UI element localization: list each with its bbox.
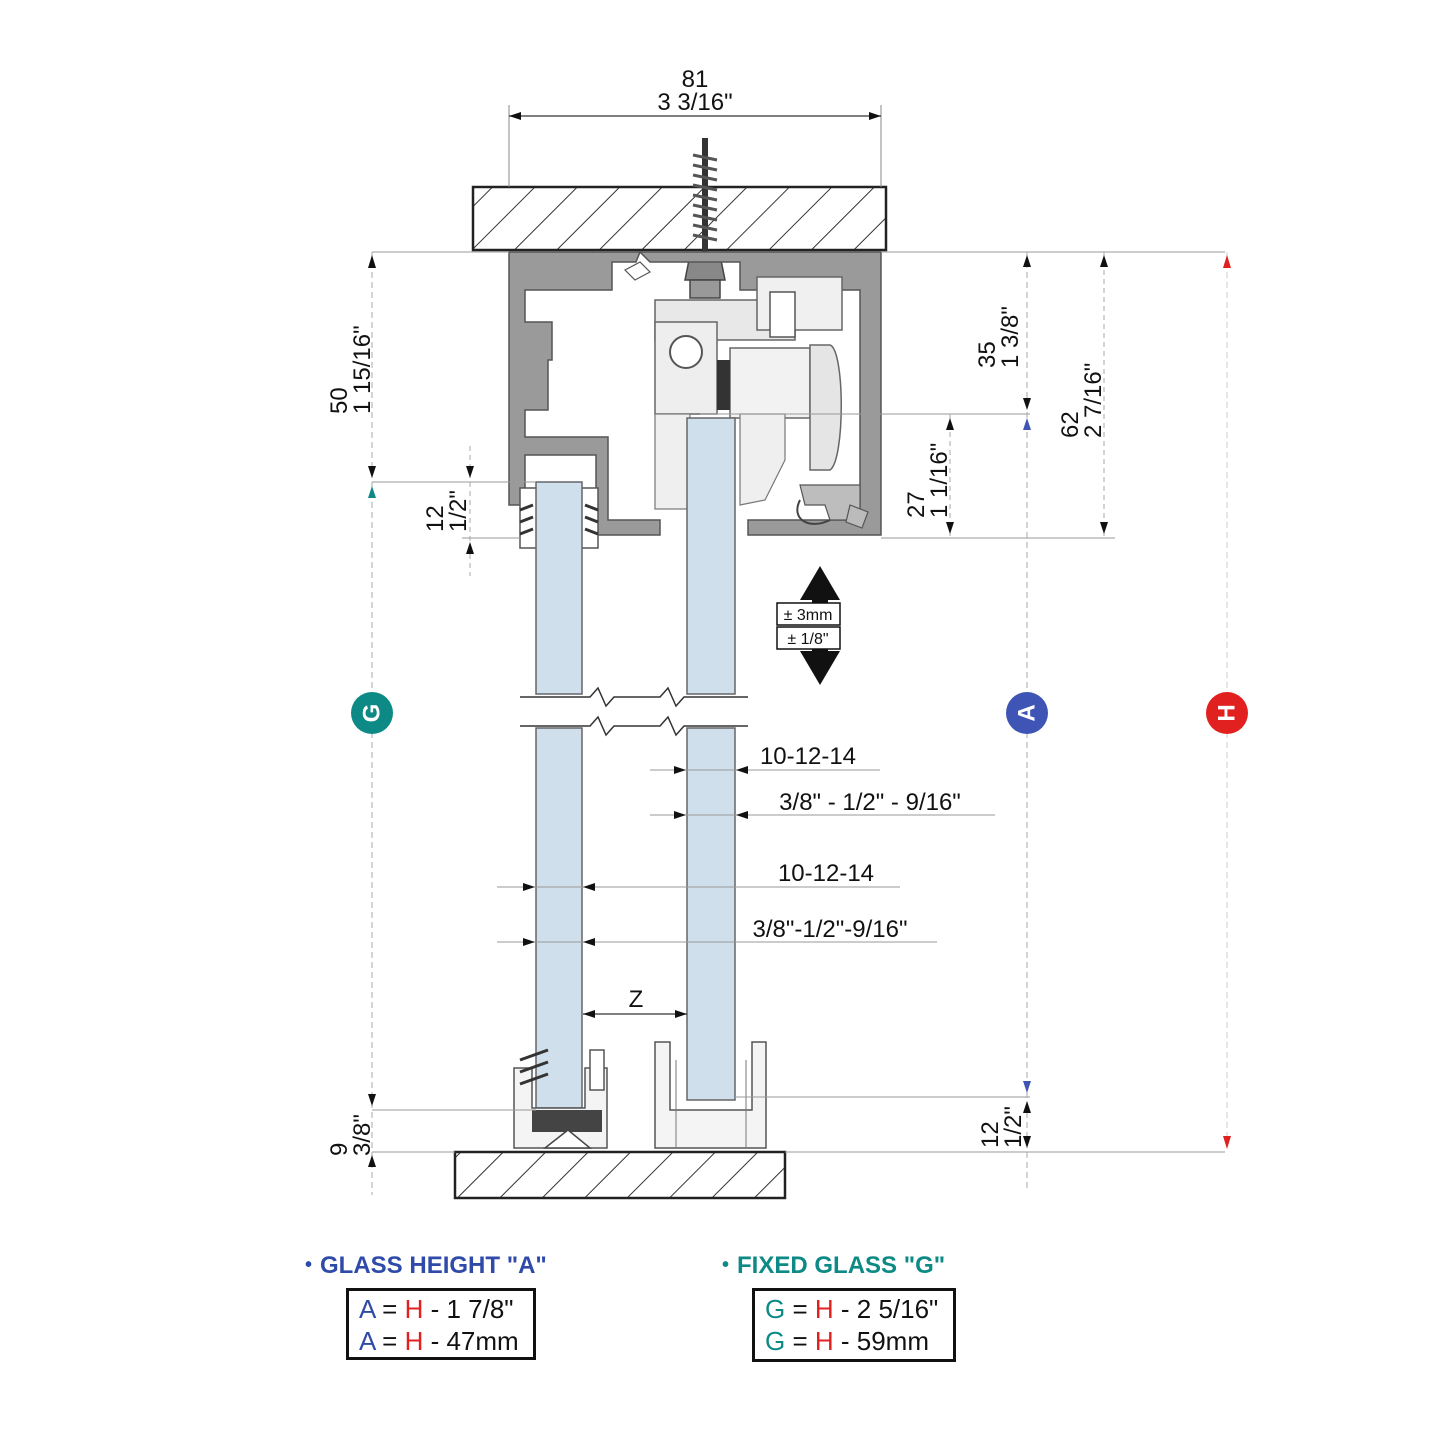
top-width-in: 3 3/16"	[657, 89, 732, 116]
gap-z-label: Z	[629, 986, 644, 1013]
formula-value-mm: - 59mm	[833, 1326, 929, 1356]
g-marker	[351, 692, 393, 734]
formula-symbol-h: H	[404, 1294, 424, 1324]
g-marker-label: G	[359, 704, 386, 723]
fixed-glass-bullet: •	[722, 1254, 730, 1276]
fixed-thickness-mm: 10-12-14	[778, 860, 874, 887]
glass-height-bullet: •	[305, 1254, 313, 1276]
seal-dim-in: 1/2"	[445, 490, 472, 532]
carriage-dim-in: 1 3/8"	[997, 306, 1024, 368]
gap-z-dimension: Z	[583, 986, 687, 1018]
lower-dim-mm: 27	[903, 491, 930, 518]
formula-symbol-h: H	[814, 1326, 834, 1356]
bottom-right-dim-mm: 12	[977, 1121, 1004, 1148]
a-marker-label: A	[1014, 704, 1041, 721]
fixed-thickness-in: 3/8"-1/2"-9/16"	[753, 916, 908, 943]
track-profile	[508, 251, 882, 536]
fixed-glass-title: • FIXED GLASS "G"	[722, 1252, 945, 1280]
formula-symbol-h: H	[404, 1326, 424, 1356]
bottom-guide-sliding	[654, 1041, 767, 1149]
glass-height-formula-line-2: A = H - 47mm	[359, 1325, 523, 1357]
top-width-mm: 81	[682, 66, 709, 93]
adjust-in: ± 1/8"	[787, 631, 828, 648]
total-dim-mm: 62	[1057, 411, 1084, 438]
formula-value-in: - 2 5/16"	[833, 1294, 939, 1324]
bottom-left-dim-mm: 9	[326, 1143, 353, 1156]
ceiling-block	[471, 185, 888, 252]
fixed-glass-formula-line-1: G = H - 2 5/16"	[765, 1293, 943, 1325]
a-marker	[1006, 692, 1048, 734]
formula-equals: =	[785, 1326, 815, 1356]
total-dim-in: 2 7/16"	[1080, 363, 1107, 438]
right-dimensions: 35 1 3/8" 12 1/2" A 27 1 1/16" 62 2 7/16…	[700, 251, 1248, 1190]
left-dim-mm: 50	[326, 387, 353, 414]
left-dim-in: 1 15/16"	[349, 325, 376, 414]
sliding-thickness-mm: 10-12-14	[760, 743, 856, 770]
bottom-channel-fixed	[513, 1048, 608, 1149]
top-width-dimension: 81 3 3/16"	[508, 66, 882, 187]
formula-symbol-h: H	[814, 1294, 834, 1324]
fixed-glass-panel	[535, 481, 583, 1109]
floor-block	[453, 1150, 787, 1200]
seal-dimension: 12 1/2"	[422, 446, 520, 576]
formula-equals: =	[785, 1294, 815, 1324]
seal-dim-mm: 12	[422, 505, 449, 532]
glass-thickness-callouts: 10-12-14 3/8" - 1/2" - 9/16" 10-12-14 3/…	[497, 743, 995, 946]
glass-height-title: • GLASS HEIGHT "A"	[305, 1252, 547, 1280]
glass-height-title-text: GLASS HEIGHT "A"	[320, 1252, 547, 1279]
formula-equals: =	[374, 1294, 405, 1324]
adjust-mm: ± 3mm	[784, 607, 833, 624]
formula-value-in: - 1 7/8"	[423, 1294, 514, 1324]
fixed-glass-title-text: FIXED GLASS "G"	[737, 1252, 946, 1279]
h-marker	[1206, 692, 1248, 734]
carriage-dim-mm: 35	[974, 341, 1001, 368]
h-marker-label: H	[1214, 704, 1241, 721]
formula-symbol-a: A	[359, 1326, 375, 1356]
sliding-thickness-in: 3/8" - 1/2" - 9/16"	[779, 789, 961, 816]
g-dimension-axis: 50 1 15/16" 9 3/8" G	[326, 251, 536, 1195]
formula-symbol-g: G	[765, 1326, 786, 1356]
glass-height-formula-line-1: A = H - 1 7/8"	[359, 1293, 523, 1325]
lower-dim-in: 1 1/16"	[926, 443, 953, 518]
formula-symbol-a: A	[359, 1294, 375, 1324]
screw	[684, 138, 726, 299]
formula-symbol-g: G	[765, 1294, 786, 1324]
break-lines	[520, 686, 748, 737]
bottom-left-dim-in: 3/8"	[349, 1114, 376, 1156]
fixed-glass-formula-box: G = H - 2 5/16" G = H - 59mm	[752, 1288, 956, 1362]
sliding-glass-panel	[686, 417, 736, 1101]
formula-value-mm: - 47mm	[423, 1326, 519, 1356]
formula-equals: =	[374, 1326, 405, 1356]
bottom-right-dim-in: 1/2"	[1000, 1106, 1027, 1148]
roller-carriage	[654, 276, 843, 510]
height-adjust-indicator: ± 3mm ± 1/8"	[776, 566, 841, 685]
fixed-glass-formula-line-2: G = H - 59mm	[765, 1325, 943, 1357]
glass-height-formula-box: A = H - 1 7/8" A = H - 47mm	[346, 1288, 536, 1360]
